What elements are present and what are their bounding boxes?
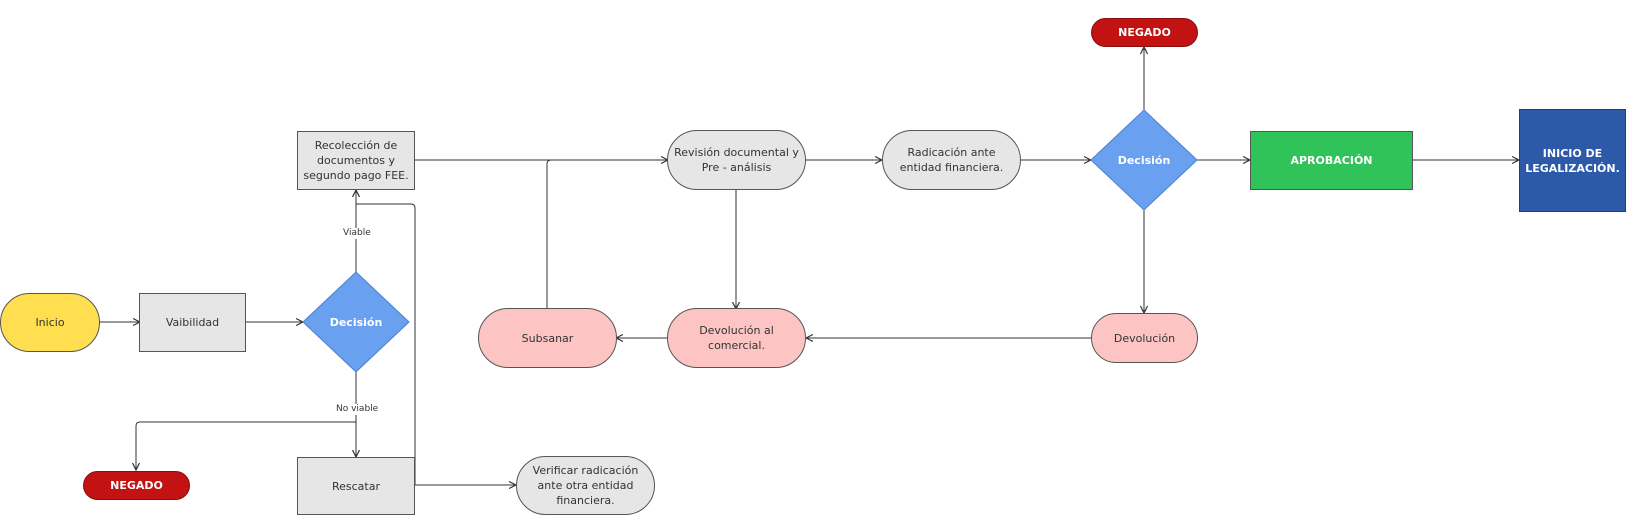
subsanar-node[interactable]: Subsanar (478, 308, 617, 368)
devolucion-node[interactable]: Devolución (1091, 313, 1198, 363)
verificar-node[interactable]: Verificar radicación ante otra entidad f… (516, 456, 655, 515)
negado-left-node[interactable]: NEGADO (83, 471, 190, 500)
edge-label-viable: Viable (342, 228, 372, 239)
revision-node[interactable]: Revisión documental y Pre - análisis (667, 130, 806, 190)
edge-decision-negado (136, 421, 356, 470)
rescatar-node[interactable]: Rescatar (297, 457, 415, 515)
recoleccion-node[interactable]: Recolección de documentos y segundo pago… (297, 131, 415, 190)
decision-label-2[interactable]: Decisión (1117, 153, 1171, 167)
devolucion-comercial-node[interactable]: Devolución al comercial. (667, 308, 806, 368)
viabilidad-node[interactable]: Vaibilidad (139, 293, 246, 352)
decision-label-1[interactable]: Decisión (329, 315, 383, 329)
start-node[interactable]: Inicio (0, 293, 100, 352)
decision-diamond-1 (302, 271, 410, 373)
edge-label-no-viable: No viable (335, 404, 380, 415)
edge-subsanar-revision (546, 159, 668, 308)
aprobacion-node[interactable]: APROBACIÓN (1250, 131, 1413, 190)
edge-rescatar-recoleccion (356, 203, 416, 485)
radicacion-node[interactable]: Radicación ante entidad financiera. (882, 130, 1021, 190)
decision-diamond-2 (1090, 109, 1198, 211)
negado-top-node[interactable]: NEGADO (1091, 18, 1198, 47)
inicio-legalizacion-node[interactable]: INICIO DE LEGALIZACIÓN. (1519, 109, 1626, 212)
